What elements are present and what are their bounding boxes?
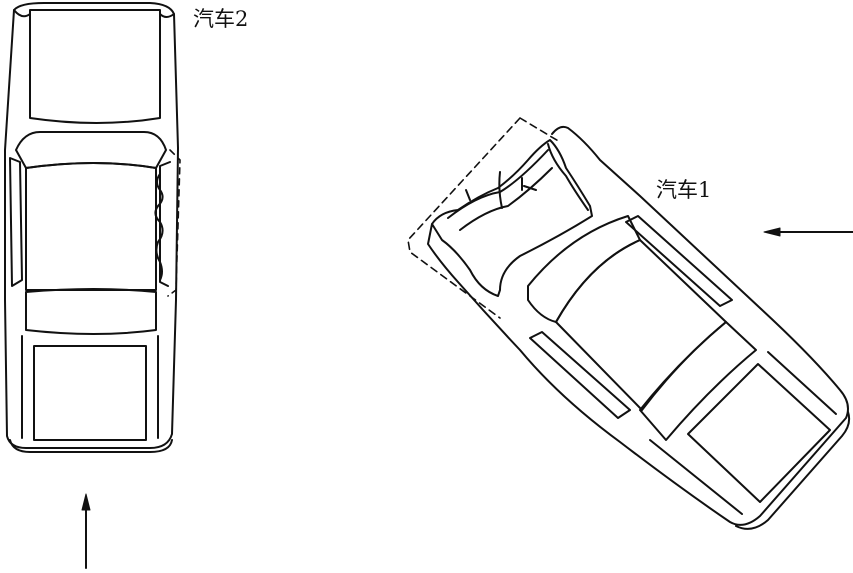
car-2-rear-window: [25, 288, 157, 335]
car-1: [407, 117, 851, 530]
car-2-damage: [154, 173, 164, 281]
car-2-roof: [25, 162, 157, 291]
car-2-direction-arrow: [81, 493, 91, 569]
car-1-original-outline: [407, 117, 561, 319]
car-2-original-outline: [167, 149, 181, 297]
car-1-direction-arrow: [763, 227, 853, 237]
car-1-rear-window: [639, 321, 757, 441]
car-1-label: 汽车1: [656, 178, 712, 202]
car-1-trunk: [687, 363, 831, 503]
car-1-body: [427, 125, 849, 526]
car-2-label: 汽车2: [193, 7, 249, 31]
car-2-bumper: [9, 439, 173, 453]
car-1-crumpled-hood: [431, 139, 593, 297]
car-2: [4, 2, 181, 453]
car-2-trunk: [33, 345, 147, 441]
car-1-windshield: [527, 215, 641, 323]
car-2-hood: [29, 9, 161, 124]
